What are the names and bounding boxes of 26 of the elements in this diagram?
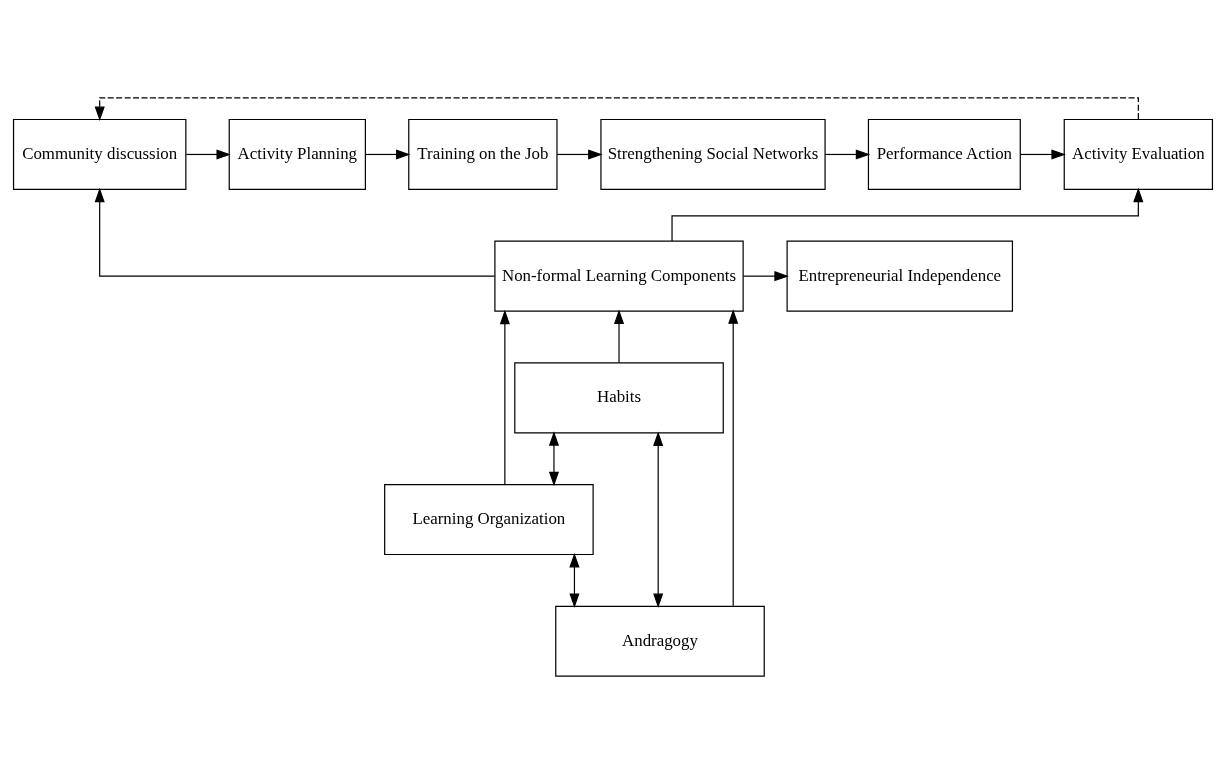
arrow [742,271,789,282]
arrow [824,149,871,160]
arrow [1019,149,1066,160]
arrow [613,309,625,364]
arrow [365,149,411,160]
arrow [653,431,664,608]
arrow [728,309,739,607]
node-box: Andragogy [555,605,765,677]
node-box: Activity Planning [228,118,366,190]
node-box: Non-formal Learning Components [494,240,744,312]
node-box: Habits [514,362,724,434]
arrow [94,187,496,277]
node-box: Training on the Job [408,118,558,190]
node-box: Learning Organization [384,484,594,556]
arrow [569,552,580,608]
node-box: Entrepreneurial Independence [786,240,1014,312]
arrow [499,309,510,486]
arrow [185,149,231,160]
arrow [94,97,1139,122]
node-box: Strengthening Social Networks [600,118,826,190]
node-box: Community discussion [12,118,187,190]
arrow [548,431,560,487]
arrow [556,149,603,160]
node-box: Performance Action [867,118,1021,190]
arrow [671,187,1144,242]
node-box: Activity Evaluation [1063,118,1214,190]
